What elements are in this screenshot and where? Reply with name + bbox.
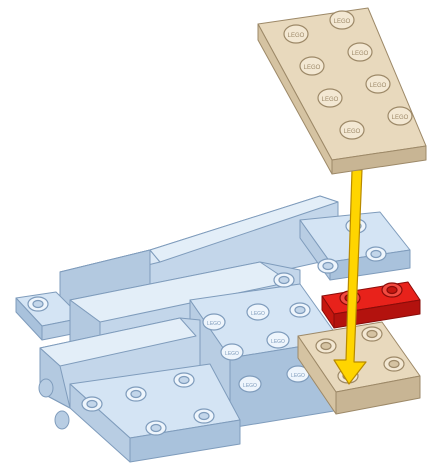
stud-logo: LEGO (225, 351, 239, 357)
stud (382, 283, 402, 297)
red-plate-1x2 (322, 282, 420, 328)
stud (82, 397, 102, 411)
stud-logo: LEGO (344, 129, 361, 135)
stud-logo: LEGO (291, 373, 305, 379)
stud: LEGO (203, 314, 225, 330)
stud-logo: LEGO (271, 339, 285, 345)
stud-logo: LEGO (251, 311, 265, 317)
stud (274, 273, 294, 287)
stud: LEGO (284, 25, 308, 43)
stud: LEGO (348, 43, 372, 61)
stud (366, 247, 386, 261)
stud: LEGO (239, 376, 261, 392)
stud (126, 387, 146, 401)
stud: LEGO (300, 57, 324, 75)
stud (290, 303, 310, 317)
stud: LEGO (330, 11, 354, 29)
stud-logo: LEGO (392, 115, 409, 121)
stud-logo: LEGO (304, 65, 321, 71)
stud-logo: LEGO (207, 321, 221, 327)
stud: LEGO (267, 332, 289, 348)
stud-logo: LEGO (243, 383, 257, 389)
stud: LEGO (318, 89, 342, 107)
stud (146, 421, 166, 435)
tan-plate-2x4: LEGO LEGO LEGO LEGO LEGO LEGO LEGO LEGO (258, 8, 426, 174)
stud (194, 409, 214, 423)
stud: LEGO (340, 121, 364, 139)
stud: LEGO (388, 107, 412, 125)
stud (362, 327, 382, 341)
stud: LEGO (221, 344, 243, 360)
stud-logo: LEGO (288, 33, 305, 39)
stud (384, 357, 404, 371)
stud-logo: LEGO (322, 97, 339, 103)
stud (318, 259, 338, 273)
stud-logo: LEGO (334, 19, 351, 25)
stud (316, 339, 336, 353)
stud (28, 297, 48, 311)
stud-logo: LEGO (370, 83, 387, 89)
stud-logo: LEGO (352, 51, 369, 57)
stud (174, 373, 194, 387)
stud: LEGO (247, 304, 269, 320)
stud: LEGO (366, 75, 390, 93)
